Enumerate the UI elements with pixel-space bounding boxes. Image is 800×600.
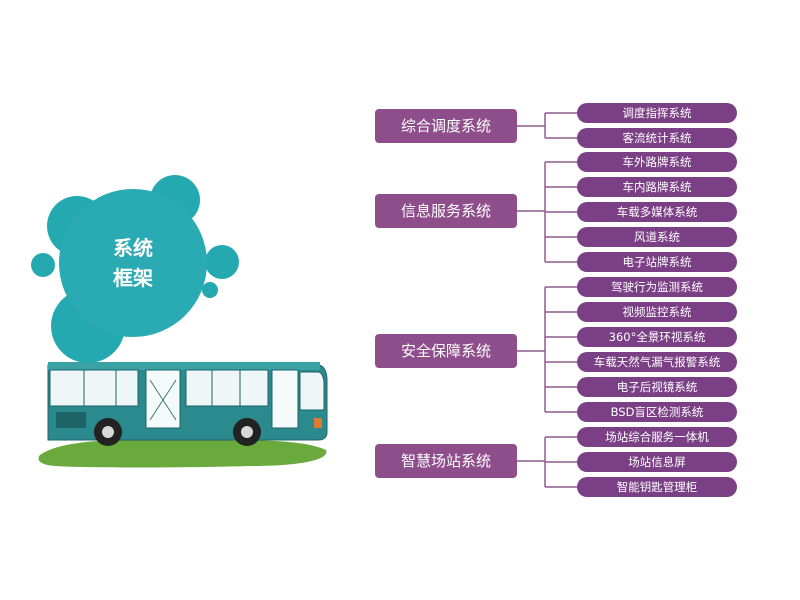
connector-lines	[517, 112, 577, 488]
subsystem-pill: 场站综合服务一体机	[577, 427, 737, 447]
grass-patch	[38, 439, 327, 468]
subsystem-pill-shape	[577, 277, 737, 297]
subsystem-pill-shape	[577, 128, 737, 148]
subsystem-pill: 车载天然气漏气报警系统	[577, 352, 737, 372]
subsystem-pill-shape	[577, 377, 737, 397]
subsystem-label: 风道系统	[634, 230, 680, 244]
subsystem-label: 电子站牌系统	[623, 255, 692, 269]
bus-illustration	[47, 362, 328, 446]
system-label: 综合调度系统	[401, 117, 491, 135]
subsystem-label: 调度指挥系统	[623, 106, 692, 120]
subsystem-label: 电子后视镜系统	[617, 380, 698, 394]
hub-bubble	[59, 189, 207, 337]
system-label: 智慧场站系统	[401, 452, 491, 470]
subsystem-pill-shape	[577, 227, 737, 247]
subsystem-pill-shape	[577, 427, 737, 447]
subsystem-label: BSD盲区检测系统	[611, 405, 704, 419]
subsystem-pill-shape	[577, 452, 737, 472]
subsystem-pill: 360°全景环视系统	[577, 327, 737, 347]
subsystem-label: 车外路牌系统	[623, 155, 692, 169]
subsystem-pill: 智能钥匙管理柜	[577, 477, 737, 497]
subsystem-pill-shape	[577, 352, 737, 372]
front-wheel	[233, 418, 261, 446]
system-label: 信息服务系统	[401, 202, 491, 220]
subsystem-label: 智能钥匙管理柜	[617, 480, 698, 494]
subsystem-pill: 电子后视镜系统	[577, 377, 737, 397]
subsystem-pill-shape	[577, 103, 737, 123]
subsystem-label: 客流统计系统	[623, 131, 692, 145]
subsystem-pill-shape	[577, 477, 737, 497]
system-node: 智慧场站系统	[375, 444, 517, 478]
system-box	[375, 109, 517, 143]
subsystem-pill-shape	[577, 177, 737, 197]
system-box	[375, 334, 517, 368]
subsystem-pill-shape	[577, 402, 737, 422]
subsystem-pill: 电子站牌系统	[577, 252, 737, 272]
subsystem-pill-shape	[577, 327, 737, 347]
subsystem-label: 视频监控系统	[623, 305, 692, 319]
system-box	[375, 194, 517, 228]
system-node: 综合调度系统	[375, 109, 517, 143]
subsystem-pill: 车外路牌系统	[577, 152, 737, 172]
subsystem-pill: 客流统计系统	[577, 128, 737, 148]
subsystem-pill: 场站信息屏	[577, 452, 737, 472]
subsystem-pill: BSD盲区检测系统	[577, 402, 737, 422]
system-label: 安全保障系统	[401, 342, 491, 360]
subsystem-pill: 视频监控系统	[577, 302, 737, 322]
subsystem-label: 场站信息屏	[628, 455, 686, 469]
subsystem-pill: 车载多媒体系统	[577, 202, 737, 222]
system-box	[375, 444, 517, 478]
system-node: 信息服务系统	[375, 194, 517, 228]
subsystem-label: 车内路牌系统	[623, 180, 692, 194]
bubble	[31, 253, 55, 277]
subsystem-pill-shape	[577, 152, 737, 172]
rear-wheel	[94, 418, 122, 446]
subsystem-pill: 驾驶行为监测系统	[577, 277, 737, 297]
hub-title-line1: 系统	[113, 236, 153, 260]
bubble-cluster	[31, 175, 239, 363]
system-node: 安全保障系统	[375, 334, 517, 368]
subsystem-pill: 风道系统	[577, 227, 737, 247]
subsystem-pill: 车内路牌系统	[577, 177, 737, 197]
subsystem-label: 驾驶行为监测系统	[611, 280, 703, 294]
subsystem-label: 360°全景环视系统	[609, 330, 706, 344]
subsystem-label: 车载天然气漏气报警系统	[594, 355, 721, 369]
bubble	[205, 245, 239, 279]
subsystem-label: 场站综合服务一体机	[605, 430, 709, 444]
subsystem-label: 车载多媒体系统	[617, 205, 698, 219]
hub-title-line2: 框架	[113, 266, 153, 290]
subsystem-pill-shape	[577, 252, 737, 272]
subsystem-pill-shape	[577, 202, 737, 222]
bubble	[202, 282, 218, 298]
subsystem-pill-shape	[577, 302, 737, 322]
subsystem-pill: 调度指挥系统	[577, 103, 737, 123]
